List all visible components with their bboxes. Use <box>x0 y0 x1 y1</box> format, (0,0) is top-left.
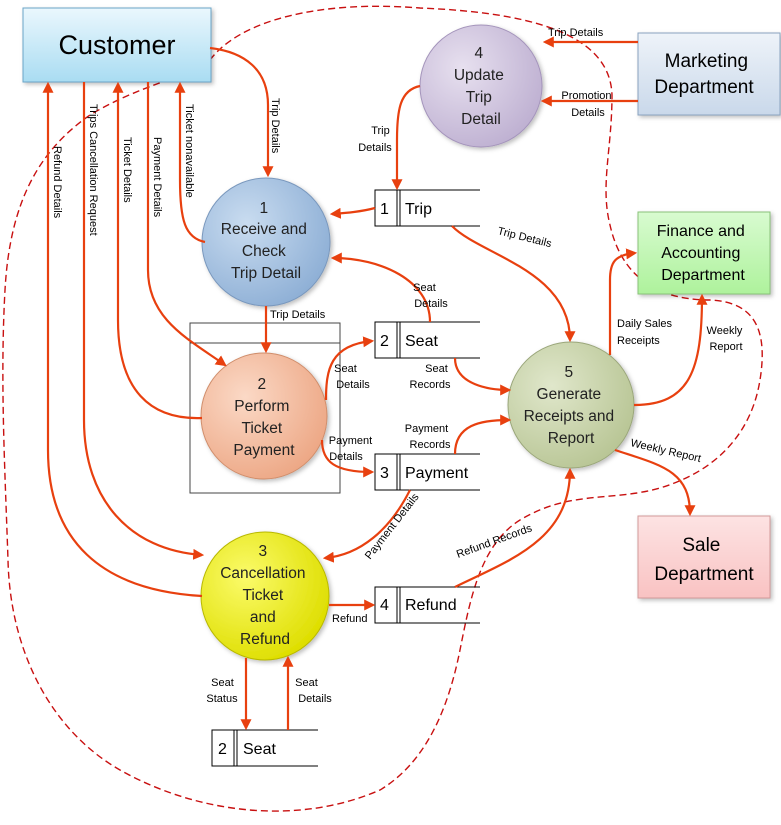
flow-trip-to-p5 <box>451 225 576 343</box>
label-p4-trip-details: Trip Details <box>358 125 393 154</box>
flow-p2-to-payment <box>320 439 375 478</box>
svg-text:2: 2 <box>380 333 389 350</box>
flow-trip-to-p1 <box>329 206 376 219</box>
process-2 <box>200 352 328 480</box>
sale-entity <box>637 515 771 599</box>
label-seat-details-p3: Seat Details <box>295 677 332 705</box>
flow-payment-details-to-p2 <box>146 82 227 367</box>
flow-refund-to-p5 <box>454 467 576 588</box>
label-payment-details-cust: Payment Details <box>151 137 163 218</box>
label-trip-details-p5: Trip Details <box>496 225 553 250</box>
process-2-label: 2 Perform Ticket Payment <box>233 376 295 459</box>
label-refund-records: Refund Records <box>455 522 534 561</box>
svg-text:Payment: Payment <box>405 465 469 482</box>
label-seat-records: Seat Records <box>410 363 451 391</box>
flow-ticket-details <box>112 81 203 420</box>
label-payment-details-p3: Payment Details <box>363 491 422 562</box>
svg-text:Trip: Trip <box>405 201 432 218</box>
process-1 <box>201 177 331 307</box>
label-trip-details-cust: Trip Details <box>269 98 281 154</box>
svg-text:Seat: Seat <box>243 741 276 758</box>
flow-ticket-nonavailable <box>174 81 206 244</box>
label-ticket-nonavailable: Ticket nonavailable <box>183 104 195 198</box>
label-payment-details-p2: Payment Details <box>329 435 375 463</box>
finance-label: Finance and Accounting Department <box>657 223 750 284</box>
flow-payment-to-p3 <box>322 489 411 563</box>
flow-payment-to-p5 <box>453 414 512 455</box>
sale-label: Sale Department <box>654 535 754 585</box>
label-refund: Refund <box>332 613 367 625</box>
store-refund: 4 Refund <box>374 586 480 624</box>
system-boundary <box>2 5 763 812</box>
flow-trip-details-to-p1 <box>209 46 274 178</box>
flow-refund-details <box>42 81 203 598</box>
process-5 <box>507 341 635 469</box>
label-promotion-details: Promotion Details <box>561 90 614 119</box>
flow-trips-cancellation <box>82 82 205 560</box>
label-seat-details-p1: Seat Details <box>413 282 448 310</box>
svg-text:Seat: Seat <box>405 333 438 350</box>
svg-text:2: 2 <box>218 741 227 758</box>
process-4 <box>419 24 543 148</box>
flow-weekly-report-finance <box>633 293 708 407</box>
label-trips-cancellation: Trips Cancellation Request <box>87 104 99 236</box>
flow-p2-to-seat <box>324 336 375 401</box>
marketing-label: Marketing Department <box>654 51 754 98</box>
process-1-label: 1 Receive and Check Trip Detail <box>221 200 311 282</box>
store-seat-2: 2 Seat <box>211 729 318 767</box>
store-trip: 1 Trip <box>374 189 480 227</box>
label-weekly-report-sale: Weekly Report <box>629 437 702 465</box>
label-refund-details: Refund Details <box>51 146 63 219</box>
label-seat-status: Seat Status <box>206 677 238 705</box>
label-trip-details-p1p2: Trip Details <box>270 309 326 321</box>
store-seat: 2 Seat <box>374 321 480 359</box>
flow-seat-to-p5 <box>453 357 512 396</box>
process-5-label: 5 Generate Receipts and Report <box>524 364 619 447</box>
flow-daily-sales <box>608 248 638 355</box>
label-mkt-trip-details: Trip Details <box>548 27 604 39</box>
customer-label: Customer <box>58 30 175 60</box>
marketing-entity <box>637 32 781 116</box>
process-3-label: 3 Cancellation Ticket and Refund <box>220 543 310 648</box>
label-seat-details-p2: Seat Details <box>334 363 370 391</box>
label-payment-records: Payment Records <box>405 423 451 451</box>
flow-p4-trip-details <box>391 84 421 191</box>
svg-text:1: 1 <box>380 201 389 218</box>
finance-entity <box>637 211 771 295</box>
flow-seat-to-p1 <box>330 252 432 323</box>
svg-text:Refund: Refund <box>405 597 457 614</box>
flow-weekly-report-sale <box>614 448 696 517</box>
label-ticket-details: Ticket Details <box>121 137 133 203</box>
svg-text:3: 3 <box>380 465 389 482</box>
label-weekly-report-finance: Weekly Report <box>707 325 746 353</box>
svg-text:4: 4 <box>380 597 389 614</box>
store-payment: 3 Payment <box>374 453 480 491</box>
label-daily-sales: Daily Sales Receipts <box>617 318 675 347</box>
process-4-label: 4 Update Trip Detail <box>454 45 508 128</box>
